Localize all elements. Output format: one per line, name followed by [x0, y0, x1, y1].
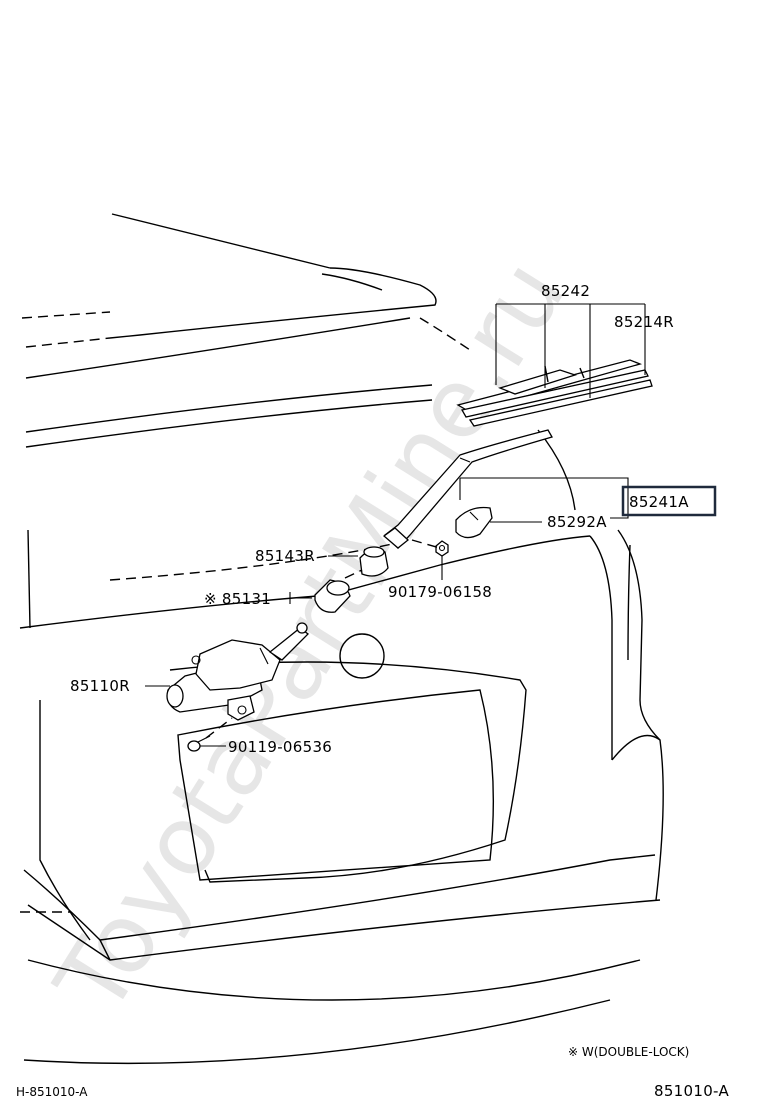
- note-double-lock: ※ W(DOUBLE-LOCK): [568, 1045, 689, 1059]
- label-85143R: 85143R: [255, 547, 315, 565]
- figure-code-left: H-851010-A: [16, 1085, 88, 1099]
- label-85242: 85242: [541, 282, 590, 300]
- wiper-arm-85241A: [382, 429, 553, 549]
- grommet-85131: [314, 579, 351, 613]
- label-85131: ※ 85131: [204, 590, 271, 608]
- label-90179-06158: 90179-06158: [388, 583, 492, 601]
- figure-code-right: 851010-A: [654, 1082, 729, 1100]
- label-85292A: 85292A: [547, 513, 607, 531]
- highlight-box-85241A: [621, 485, 717, 517]
- wiper-motor-85110R: [166, 622, 309, 721]
- pivot-cap-85143R: [359, 546, 389, 577]
- label-85241A: 85241A: [629, 493, 689, 511]
- vehicle-body-outline: [19, 213, 664, 1065]
- leader-85241A: [459, 477, 629, 519]
- nut-90179-06158: [435, 540, 449, 557]
- arm-cap-85292A: [455, 506, 493, 539]
- leader-85131: [289, 592, 312, 604]
- label-85110R: 85110R: [70, 677, 130, 695]
- label-90119-06536: 90119-06536: [228, 738, 332, 756]
- wiper-blade-85214R: [456, 359, 653, 427]
- label-85214R: 85214R: [614, 313, 674, 331]
- leader-85242: [495, 303, 646, 398]
